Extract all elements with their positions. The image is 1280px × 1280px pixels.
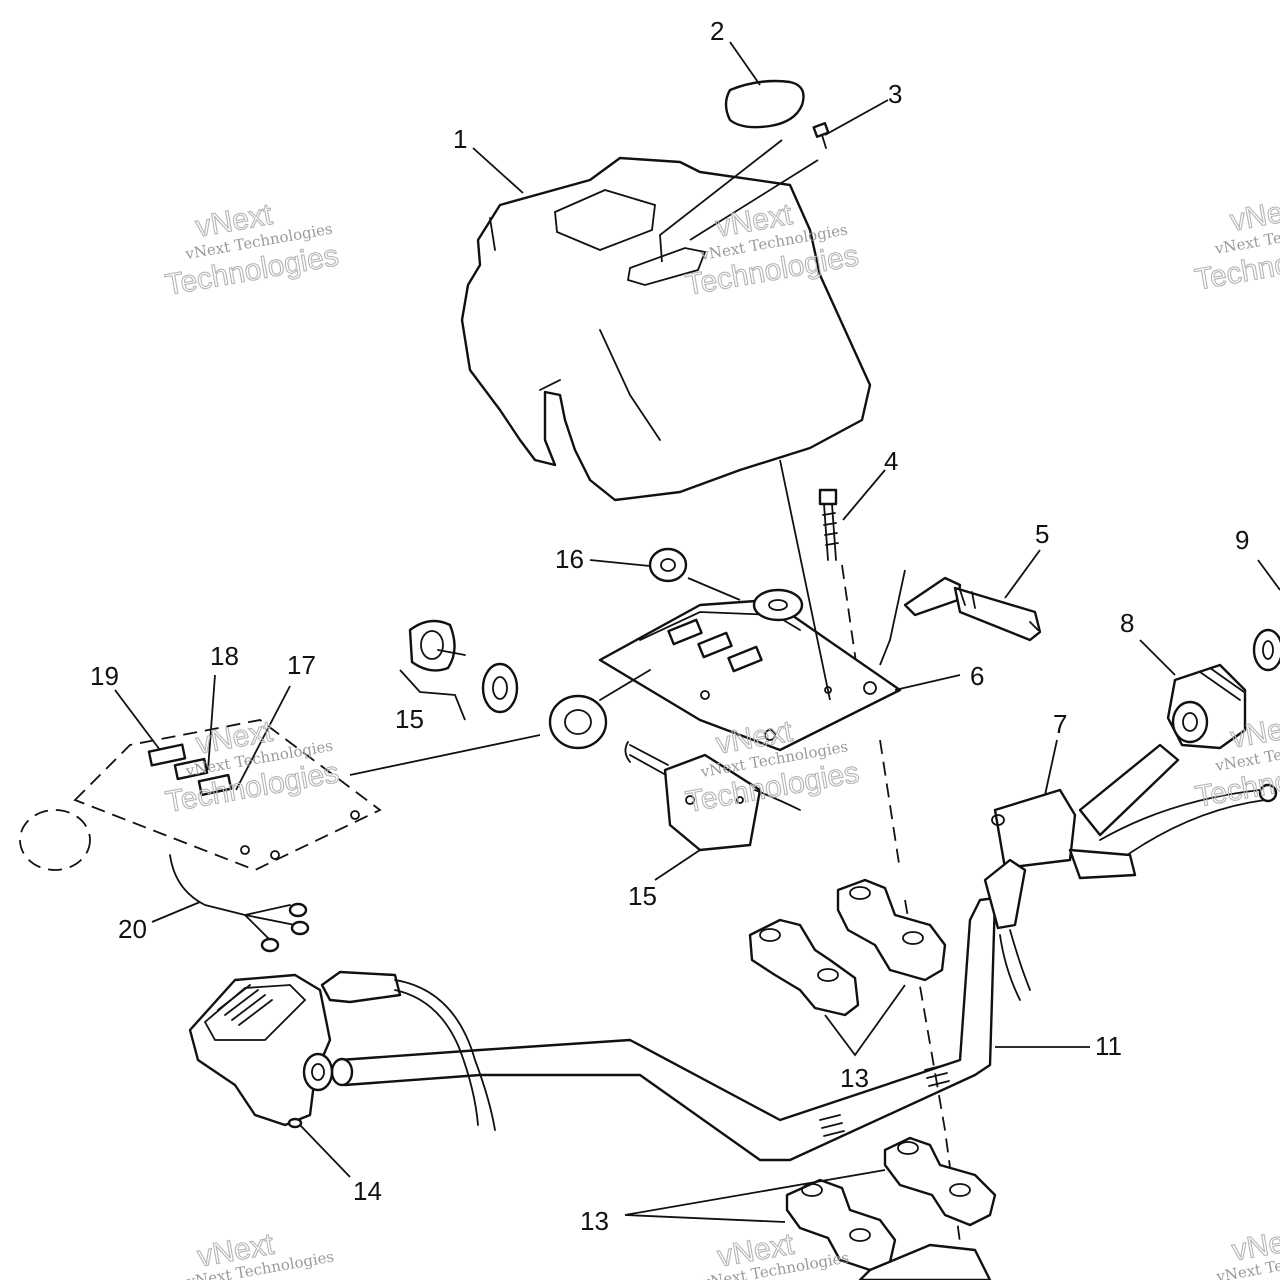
- callout-19: 19: [90, 661, 119, 691]
- part-20-wiring-pigtail: [169, 854, 310, 953]
- callout-11: 11: [1095, 1031, 1122, 1061]
- callout-15-upper: 15: [395, 704, 424, 734]
- watermark-top-right: vNext vNext Technologies Technologies: [1192, 191, 1280, 297]
- part-4-bolt: [818, 488, 839, 561]
- watermark-bottom-center: vNext vNext Technologies: [700, 1227, 851, 1280]
- part-14-throttle-housing: [188, 970, 496, 1131]
- watermark-top-left: vNext vNext Technologies Technologies: [162, 197, 341, 302]
- callout-18: 18: [210, 641, 239, 671]
- callout-17: 17: [287, 650, 316, 680]
- part-16-nut: [648, 547, 688, 583]
- watermark-bottom-left: vNext vNext Technologies: [184, 1227, 335, 1280]
- callout-7: 7: [1053, 709, 1067, 739]
- callout-5: 5: [1035, 519, 1049, 549]
- part-15-switch-lower: [624, 741, 801, 852]
- callout-8: 8: [1120, 608, 1134, 638]
- part-9-grip-end: [1252, 628, 1280, 672]
- callout-3: 3: [888, 79, 902, 109]
- part-8-switch-housing: [1166, 663, 1247, 750]
- callout-leaders: [114, 41, 1280, 1178]
- part-17-19-switch-panel: [19, 719, 382, 871]
- callout-13-upper: 13: [840, 1063, 869, 1093]
- part-3-screw: [812, 122, 830, 149]
- part-5-ignition-switch: [903, 576, 1042, 642]
- part-15-switch-upper: [408, 619, 519, 714]
- part-6-mounting-bracket: [548, 588, 902, 752]
- callout-6: 6: [970, 661, 984, 691]
- callout-13-lower: 13: [580, 1206, 609, 1236]
- callout-16: 16: [555, 544, 584, 574]
- callout-1: 1: [453, 124, 467, 154]
- callout-20: 20: [118, 914, 147, 944]
- part-1-handlebar-cover: [460, 156, 872, 502]
- watermark-middle-left: vNext vNext Technologies Technologies: [163, 714, 342, 819]
- part-7-master-cylinder: [991, 743, 1278, 880]
- callout-2: 2: [710, 16, 724, 46]
- callout-4: 4: [884, 446, 898, 476]
- part-13-upper-clamps: [748, 878, 947, 1017]
- part-2-lens-decal: [724, 79, 805, 129]
- watermark-bottom-right: vNext vNext Technologies: [1214, 1221, 1280, 1280]
- callout-14: 14: [353, 1176, 382, 1206]
- callout-numbers: 1 2 3 4 5 6 7 8 9 11 13 13 14 15 15 16 1…: [90, 16, 1249, 1236]
- part-11-handlebar: [330, 858, 1031, 1162]
- part-13-lower-clamps: [785, 1136, 997, 1280]
- callout-9: 9: [1235, 525, 1249, 555]
- callout-15-lower: 15: [628, 881, 657, 911]
